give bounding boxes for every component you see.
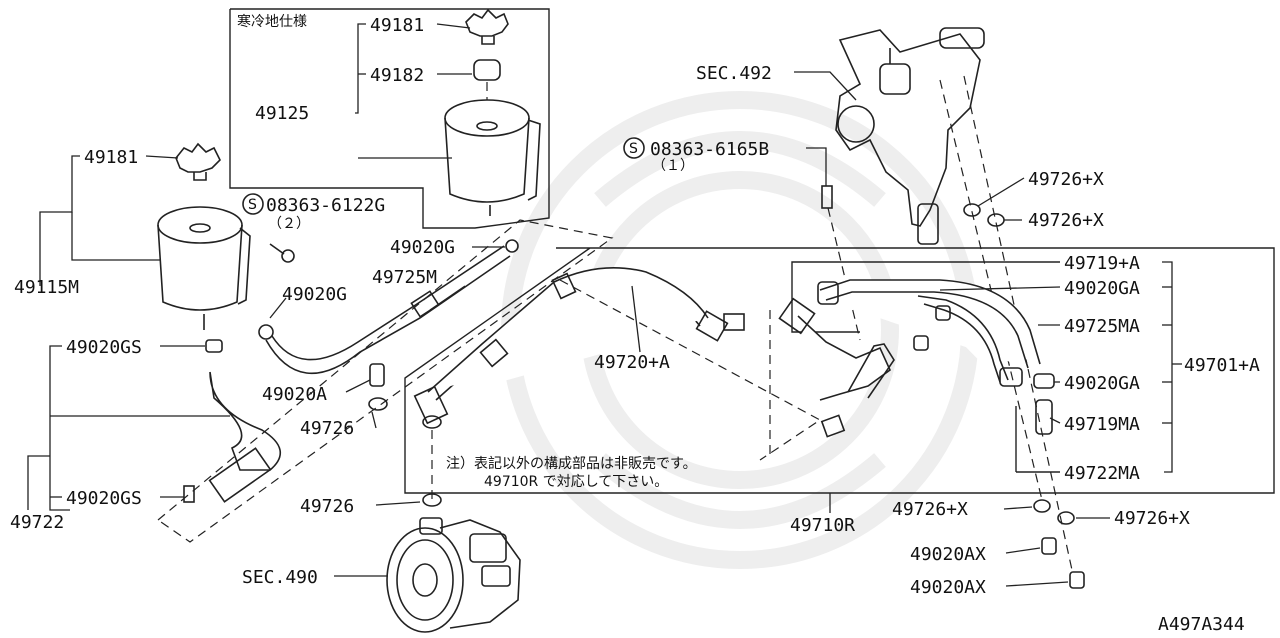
reservoir-cap-icon xyxy=(175,142,221,181)
return-hose-49725M xyxy=(258,239,519,375)
part-label-sec492[interactable]: SEC.492 xyxy=(696,63,772,84)
part-label-49725MA[interactable]: 49725MA xyxy=(1064,316,1140,337)
part-label-49722MA[interactable]: 49722MA xyxy=(1064,463,1140,484)
part-label-49020AX-2[interactable]: 49020AX xyxy=(910,577,986,598)
union-bolt-49020AX-2-icon xyxy=(1069,571,1085,589)
suction-hose-49722 xyxy=(183,339,281,503)
part-label-49020A[interactable]: 49020A xyxy=(262,384,327,405)
note-text: 注）表記以外の構成部品は非販売です。 49710R で対応して下さい。 xyxy=(446,455,697,490)
bolt-b-qty: （１） xyxy=(652,158,694,174)
pressure-pipe-49719A xyxy=(778,279,1041,438)
part-label-49020GS-bot[interactable]: 49020GS xyxy=(66,488,142,509)
part-label-49726-a[interactable]: 49726 xyxy=(300,418,354,439)
steering-gear-box xyxy=(835,27,985,245)
hose-assembly-box xyxy=(404,247,1275,494)
part-label-49182[interactable]: 49182 xyxy=(370,65,424,86)
bolt-a-code: 08363-6122G xyxy=(266,195,385,216)
part-label-49710R[interactable]: 49710R xyxy=(790,515,855,536)
part-label-49726X-2[interactable]: 49726+X xyxy=(1028,210,1104,231)
reservoir-tank-cold-icon xyxy=(444,99,541,216)
part-label-49725M[interactable]: 49725M xyxy=(372,267,437,288)
union-bolt-49020A-icon xyxy=(369,363,385,387)
part-label-49726-b[interactable]: 49726 xyxy=(300,496,354,517)
part-label-49722[interactable]: 49722 xyxy=(10,512,64,533)
part-label-49125[interactable]: 49125 xyxy=(255,103,309,124)
power-steering-pump xyxy=(386,517,521,633)
washer-49726X-3-icon xyxy=(1033,499,1051,513)
part-label-sec490[interactable]: SEC.490 xyxy=(242,567,318,588)
part-label-49701A[interactable]: 49701+A xyxy=(1184,355,1260,376)
reservoir-cap-cold-icon xyxy=(465,8,509,45)
part-label-49181-cold[interactable]: 49181 xyxy=(370,15,424,36)
washer-49726X-4-icon xyxy=(1057,511,1075,525)
part-label-49719A[interactable]: 49719+A xyxy=(1064,253,1140,274)
svg-text:S: S xyxy=(248,197,257,213)
return-pipe-49725MA xyxy=(913,295,1055,435)
part-label-49020G-top[interactable]: 49020G xyxy=(390,237,455,258)
note-line-2: 49710R で対応して下さい。 xyxy=(484,474,668,490)
part-label-49726X-4[interactable]: 49726+X xyxy=(1114,508,1190,529)
bolt-08363-6122G[interactable]: S 08363-6122G （２） xyxy=(242,193,385,232)
reservoir-assembly: 49181 49115M xyxy=(14,142,295,330)
bolt-08363-6165B[interactable]: S 08363-6165B （１） xyxy=(623,137,769,174)
part-label-49720A[interactable]: 49720+A xyxy=(594,352,670,373)
part-label-49726X-1[interactable]: 49726+X xyxy=(1028,169,1104,190)
part-label-49020GS-top[interactable]: 49020GS xyxy=(66,337,142,358)
cold-region-box: 寒冷地仕様 49181 49182 49125 xyxy=(229,8,550,229)
part-label-49020G[interactable]: 49020G xyxy=(282,284,347,305)
filter-ring-icon xyxy=(473,59,501,81)
washer-49726-icon xyxy=(368,397,388,411)
bolt-b-icon xyxy=(821,185,833,209)
part-label-49719MA[interactable]: 49719MA xyxy=(1064,414,1140,435)
washer-49726-b-icon xyxy=(422,493,442,507)
bolt-a-icon xyxy=(281,249,295,263)
cold-region-title: 寒冷地仕様 xyxy=(237,13,307,30)
part-label-49020GA-1[interactable]: 49020GA xyxy=(1064,278,1140,299)
part-label-49726X-3[interactable]: 49726+X xyxy=(892,499,968,520)
part-label-49020AX-1[interactable]: 49020AX xyxy=(910,544,986,565)
union-bolt-49020AX-1-icon xyxy=(1041,537,1057,555)
pressure-hose-49720A xyxy=(413,267,745,429)
sub-assembly-box xyxy=(791,261,1060,333)
washer-49726X-1-icon xyxy=(963,203,981,217)
part-label-49020GA-2[interactable]: 49020GA xyxy=(1064,373,1140,394)
figure-code: A497A344 xyxy=(1158,614,1245,635)
note-line-1: 注）表記以外の構成部品は非販売です。 xyxy=(446,455,697,472)
part-label-49115M[interactable]: 49115M xyxy=(14,277,79,298)
part-label-49181[interactable]: 49181 xyxy=(84,147,138,168)
bolt-b-code: 08363-6165B xyxy=(650,139,769,160)
bolt-a-qty: （２） xyxy=(268,216,310,232)
svg-text:S: S xyxy=(629,141,638,157)
